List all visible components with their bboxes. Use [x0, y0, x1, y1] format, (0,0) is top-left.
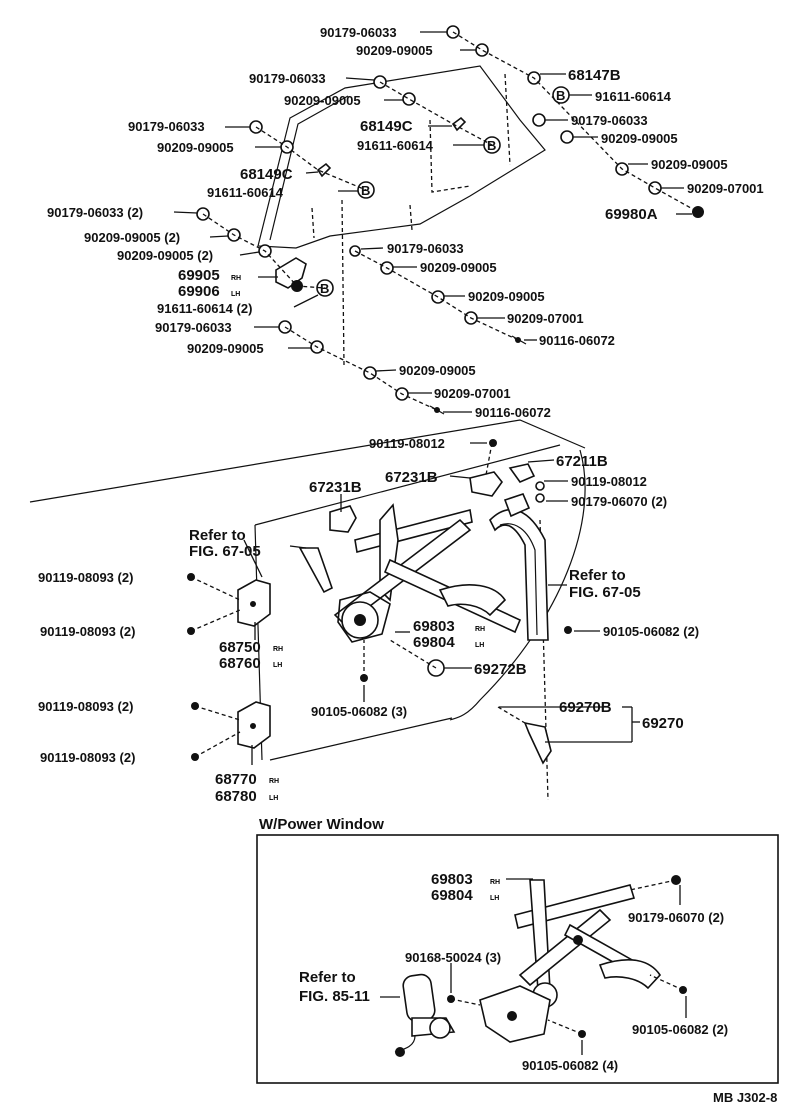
part-label: 90179-06033	[320, 25, 397, 40]
power-window-inset	[256, 834, 779, 1084]
part-label: 91611-60614	[207, 185, 284, 200]
ref-fig67-b-line2: FIG. 67-05	[569, 584, 641, 601]
inset-leader-lines	[380, 878, 687, 1055]
part-label: 90209-09005	[468, 289, 545, 304]
top-part-labels: 90179-06033 90209-09005 90179-06033 6814…	[47, 25, 764, 420]
part-label: 90105-06082 (4)	[522, 1058, 618, 1073]
part-label: 90105-06082 (2)	[603, 624, 699, 639]
part-label: 90209-09005	[420, 260, 497, 275]
part-label: 90179-06033	[249, 71, 326, 86]
part-label: 67231B	[309, 479, 362, 496]
hinges	[237, 579, 271, 749]
side-lh: LH	[269, 795, 278, 802]
part-label: 90105-06082 (3)	[311, 704, 407, 719]
ref-fig67-b-line1: Refer to	[569, 567, 626, 584]
part-label: 69906	[178, 283, 220, 300]
part-label: 90179-06033	[571, 113, 648, 128]
part-label: 90116-06072	[539, 333, 615, 348]
part-label: 68750	[219, 639, 261, 656]
side-lh: LH	[490, 895, 499, 902]
part-label: 68780	[215, 788, 257, 805]
part-label: 69804	[413, 634, 455, 651]
ref-fig85-line1: Refer to	[299, 969, 356, 986]
run-channel	[489, 493, 549, 641]
part-label: 90179-06033	[128, 119, 205, 134]
side-lh: LH	[273, 662, 282, 669]
side-lh: LH	[231, 291, 240, 298]
part-label: 90209-09005 (2)	[84, 230, 180, 245]
bolt-letter: B	[556, 88, 565, 103]
door-frame	[29, 419, 586, 801]
part-label: 90209-09005	[157, 140, 234, 155]
part-label: 90116-06072	[475, 405, 551, 420]
side-rh: RH	[490, 879, 500, 886]
side-rh: RH	[269, 778, 279, 785]
part-label: 90119-08093 (2)	[38, 570, 133, 585]
part-label: 90209-09005 (2)	[117, 248, 213, 263]
diagram-code: MB J302-8	[713, 1090, 777, 1105]
side-rh: RH	[273, 646, 283, 653]
part-label: 67231B	[385, 469, 438, 486]
side-rh: RH	[231, 275, 241, 282]
side-rh: RH	[475, 626, 485, 633]
part-label: 69270B	[559, 699, 612, 716]
part-label: 91611-60614 (2)	[157, 301, 252, 316]
part-label: 69804	[431, 887, 473, 904]
part-label: 90209-09005	[601, 131, 678, 146]
ref-fig85-line2: FIG. 85-11	[299, 988, 370, 1005]
part-label: 68770	[215, 771, 257, 788]
power-regulator	[479, 879, 662, 1043]
part-label: 90179-06070 (2)	[628, 910, 724, 925]
power-window-motor	[394, 973, 456, 1057]
leader-lines-middle	[243, 442, 640, 765]
part-label: 69803	[413, 618, 455, 635]
part-label: 90209-09005	[284, 93, 361, 108]
part-label: 90179-06033 (2)	[47, 205, 143, 220]
inset-part-labels: 69803 RH 69804 LH 90179-06070 (2) 90168-…	[299, 871, 728, 1073]
part-label: 90119-08012	[369, 436, 445, 451]
part-label: 68149C	[360, 118, 413, 135]
part-label: 90209-09005	[399, 363, 476, 378]
part-label: 90119-08093 (2)	[40, 624, 135, 639]
part-label: 90105-06082 (2)	[632, 1022, 728, 1037]
part-label: 69803	[431, 871, 473, 888]
brackets	[298, 463, 552, 765]
part-label: 68149C	[240, 166, 293, 183]
part-label: 67211B	[556, 453, 608, 470]
part-label: 90209-09005	[187, 341, 264, 356]
part-label: 90179-06033	[387, 241, 464, 256]
part-label: 90119-08012	[571, 474, 647, 489]
ref-fig67-a-line2: FIG. 67-05	[189, 543, 261, 560]
part-label: 90209-09005	[356, 43, 433, 58]
ref-fig67-a-line1: Refer to	[189, 527, 246, 544]
leader-lines	[173, 31, 692, 413]
middle-part-labels: 90119-08012 67211B 67231B 90119-08012 67…	[38, 436, 699, 805]
part-label: 90179-06070 (2)	[571, 494, 667, 509]
part-label: 69980A	[605, 206, 658, 223]
inset-title: W/Power Window	[259, 816, 384, 833]
window-regulator	[333, 503, 522, 643]
part-label: 68760	[219, 655, 261, 672]
door-glass	[257, 65, 546, 249]
part-label: 91611-60614	[595, 89, 672, 104]
part-label: 90168-50024 (3)	[405, 950, 501, 965]
part-label: 90209-07001	[507, 311, 584, 326]
part-label: 90179-06033	[155, 320, 232, 335]
part-label: 90209-09005	[651, 157, 728, 172]
part-label: 69905	[178, 267, 220, 284]
part-label: 90209-07001	[687, 181, 764, 196]
part-label: 91611-60614	[357, 138, 434, 153]
part-label: 90119-08093 (2)	[38, 699, 133, 714]
part-label: 69270	[642, 715, 684, 732]
part-label: 90119-08093 (2)	[40, 750, 135, 765]
part-label: 69272B	[474, 661, 527, 678]
part-label: 90209-07001	[434, 386, 511, 401]
part-label: 68147B	[568, 67, 621, 84]
side-lh: LH	[475, 642, 484, 649]
